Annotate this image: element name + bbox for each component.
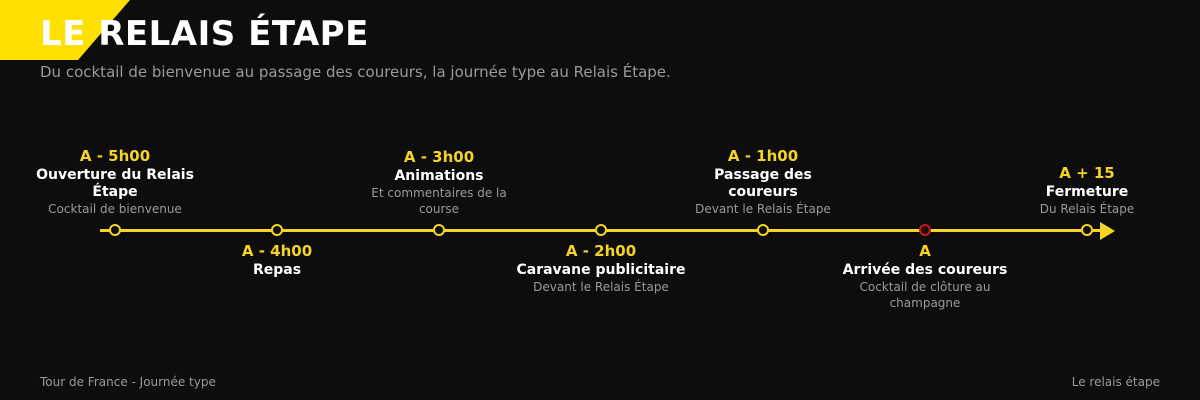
event-description: Devant le Relais Étape xyxy=(533,280,669,294)
page-title: LE RELAIS ÉTAPE xyxy=(40,14,369,54)
event-name: Animations xyxy=(394,168,484,184)
event-name: Arrivée des coureurs xyxy=(842,262,1008,278)
timeline-marker xyxy=(1081,224,1093,236)
timeline-marker xyxy=(919,224,931,236)
event-description: Cocktail de bienvenue xyxy=(48,202,182,216)
event-time: A xyxy=(919,242,931,260)
event-time: A - 1h00 xyxy=(727,147,799,165)
event-description: Devant le Relais Étape xyxy=(695,202,831,216)
timeline-marker xyxy=(433,224,445,236)
footer-right: Le relais étape xyxy=(1071,375,1160,389)
timeline-event: A + 15 Fermeture Du Relais Étape xyxy=(1002,165,1172,217)
timeline-marker xyxy=(595,224,607,236)
event-name: Repas xyxy=(252,262,302,278)
timeline-marker xyxy=(271,224,283,236)
event-description: Du Relais Étape xyxy=(1039,202,1135,216)
event-time: A + 15 xyxy=(1059,164,1115,182)
page-subtitle: Du cocktail de bienvenue au passage des … xyxy=(40,63,671,81)
event-time: A - 3h00 xyxy=(403,148,475,166)
event-name: Caravane publicitaire xyxy=(516,262,686,278)
timeline-arrow-icon xyxy=(1100,222,1115,240)
timeline-marker xyxy=(109,224,121,236)
event-description: Et commentaires de la course xyxy=(371,186,507,216)
timeline-marker xyxy=(757,224,769,236)
footer-left: Tour de France - Journée type xyxy=(40,375,216,389)
event-name: Passage des coureurs xyxy=(714,167,812,200)
event-name: Fermeture xyxy=(1045,184,1129,200)
event-description: Cocktail de clôture au champagne xyxy=(859,280,991,310)
event-time: A - 5h00 xyxy=(79,147,151,165)
event-time: A - 2h00 xyxy=(565,242,637,260)
event-time: A - 4h00 xyxy=(241,242,313,260)
event-name: Ouverture du Relais Étape xyxy=(36,167,194,200)
